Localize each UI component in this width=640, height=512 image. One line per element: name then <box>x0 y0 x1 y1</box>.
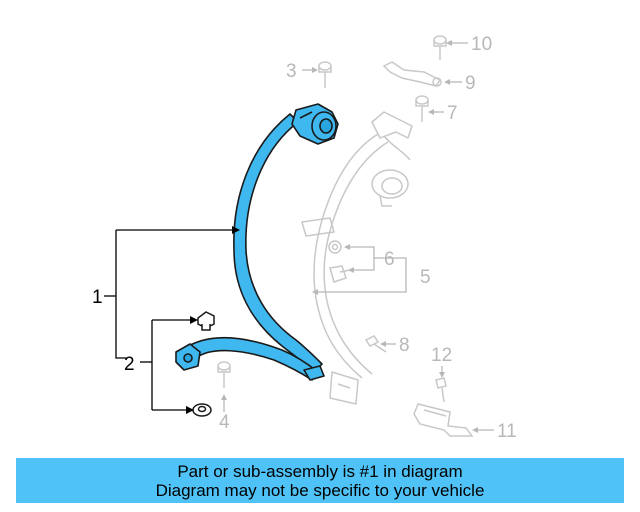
fastener-bolt-7 <box>415 95 429 122</box>
bracket-9 <box>382 61 442 87</box>
fastener-bolt-10 <box>433 35 447 60</box>
ghost-leader-lines <box>223 42 494 431</box>
fastener-bolt-8 <box>364 335 387 353</box>
callout-2: 2 <box>124 354 135 375</box>
fastener-nut-2b <box>192 403 212 417</box>
fastener-nut-6a <box>328 240 342 254</box>
callout-4: 4 <box>219 412 230 433</box>
fastener-bolt-6b <box>329 265 351 283</box>
info-banner: Part or sub-assembly is #1 in diagram Di… <box>16 458 624 503</box>
callout-6: 6 <box>384 249 395 270</box>
fastener-bolt-12 <box>435 377 447 403</box>
buckle-11 <box>413 403 474 437</box>
fastener-bolt-3 <box>318 61 332 88</box>
leader-lines-primary <box>104 229 234 411</box>
callout-1: 1 <box>92 287 103 308</box>
callout-9: 9 <box>465 73 476 94</box>
banner-line-part-info: Part or sub-assembly is #1 in diagram <box>177 461 463 481</box>
seat-belt-part-1 <box>175 103 339 381</box>
callout-7: 7 <box>447 103 458 124</box>
callout-11: 11 <box>497 421 517 442</box>
seat-belt-assembly-5-outline <box>301 111 413 405</box>
fastener-bolt-4 <box>217 361 231 388</box>
callout-12: 12 <box>431 345 452 366</box>
callout-5: 5 <box>420 267 431 288</box>
leader-arrowheads-primary <box>186 226 240 414</box>
ghost-arrowheads <box>221 40 478 433</box>
fastener-clip-2a <box>197 311 215 331</box>
callout-3: 3 <box>286 61 297 82</box>
banner-line-disclaimer: Diagram may not be specific to your vehi… <box>155 480 485 500</box>
callout-8: 8 <box>399 335 410 356</box>
callout-10: 10 <box>471 34 492 55</box>
